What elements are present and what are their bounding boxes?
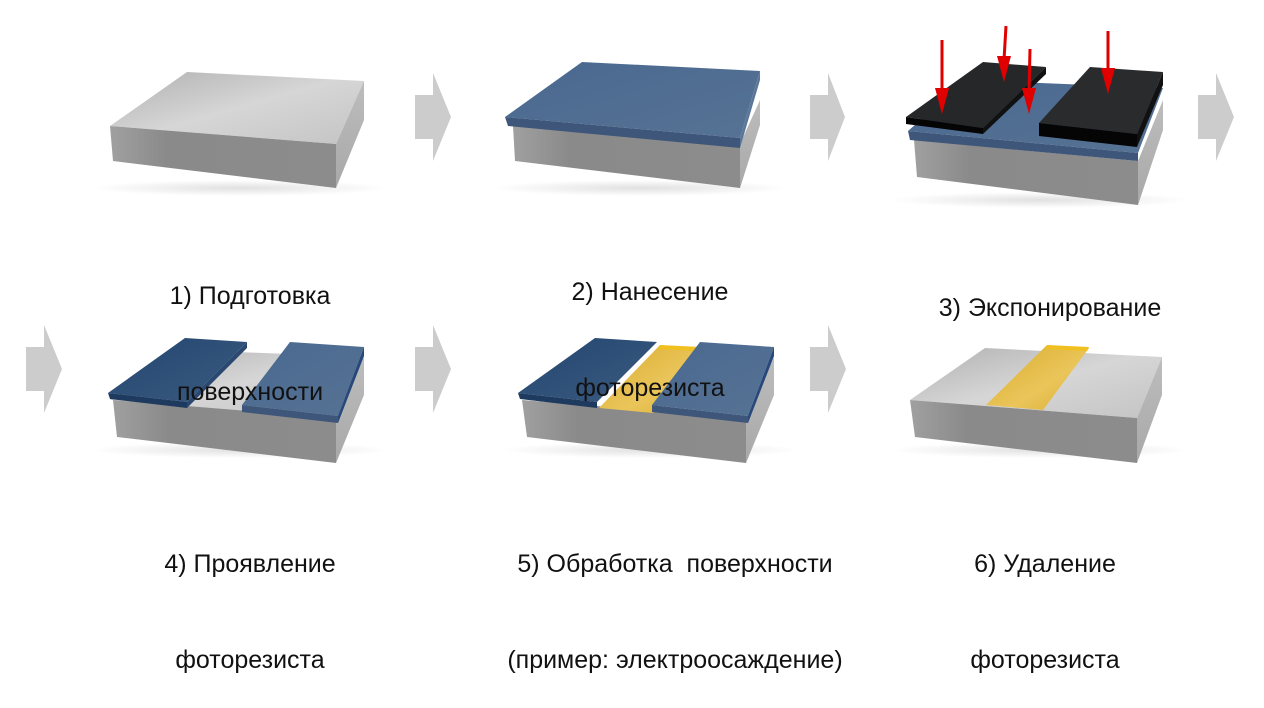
step-2-label-line2: фоторезиста xyxy=(575,374,725,402)
step-6-label-line2: фоторезиста xyxy=(970,646,1120,674)
arrow-right-icon xyxy=(415,73,451,161)
arrow-right-icon xyxy=(26,325,62,413)
arrow-right-icon xyxy=(415,325,451,413)
step-2-illustration xyxy=(490,62,790,196)
step-4-label-line1: 4) Проявление xyxy=(164,550,336,578)
flow-arrows xyxy=(26,73,1234,413)
step-3-label: 3) Экспонирование xyxy=(900,228,1200,356)
step-6-illustration xyxy=(890,345,1190,463)
step-2-label: 2) Нанесение фоторезиста xyxy=(520,212,780,436)
step-6-label: 6) Удаление фоторезиста xyxy=(920,484,1170,708)
step-5-label-line2: (пример: электроосаждение) xyxy=(507,646,843,674)
step-1-illustration xyxy=(90,72,390,196)
step-1-label-line1: 1) Подготовка xyxy=(169,282,331,310)
step-2-label-line1: 2) Нанесение xyxy=(571,278,729,306)
step-3-illustration xyxy=(890,25,1190,208)
diagram-graphics xyxy=(26,25,1234,463)
step-4-label-line2: фоторезиста xyxy=(175,646,325,674)
step-4-label: 4) Проявление фоторезиста xyxy=(115,484,385,708)
step-1-label: 1) Подготовка поверхности xyxy=(120,216,380,440)
step-3-label-line1: 3) Экспонирование xyxy=(938,294,1162,322)
step-6-label-line1: 6) Удаление xyxy=(974,550,1116,578)
step-5-illustration xyxy=(500,338,800,463)
arrow-right-icon xyxy=(810,325,846,413)
step-4-illustration xyxy=(90,338,390,463)
uv-light-arrows xyxy=(935,25,1115,114)
step-1-label-line2: поверхности xyxy=(176,378,324,406)
arrow-right-icon xyxy=(1198,73,1234,161)
step-5-label: 5) Обработка поверхности (пример: электр… xyxy=(455,484,895,708)
photolithography-diagram: 1) Подготовка поверхности 2) Нанесение ф… xyxy=(26,25,1234,674)
arrow-right-icon xyxy=(810,73,845,161)
step-5-label-line1: 5) Обработка поверхности xyxy=(517,550,833,578)
